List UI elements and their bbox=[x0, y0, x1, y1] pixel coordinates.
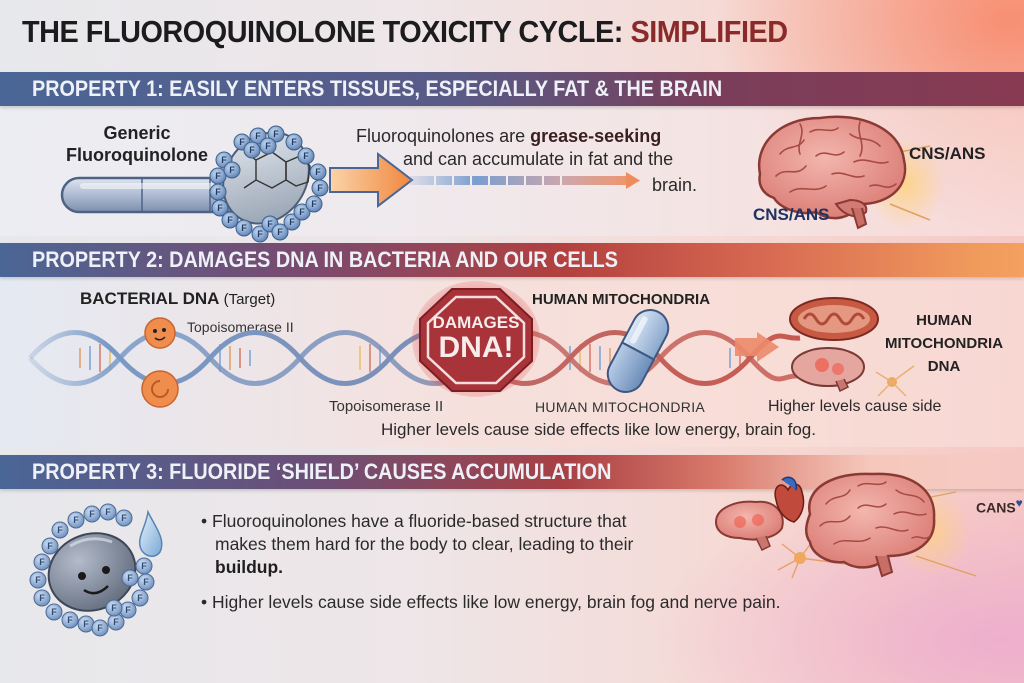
svg-text:F: F bbox=[255, 131, 261, 141]
svg-text:F: F bbox=[289, 217, 295, 227]
brain-icon bbox=[714, 472, 977, 579]
svg-text:F: F bbox=[83, 619, 89, 629]
property3-bullet1: • Fluoroquinolones have a fluoride-based… bbox=[201, 511, 634, 577]
svg-text:F: F bbox=[241, 223, 247, 233]
stop-sign-text-line1: DAMAGES bbox=[432, 313, 520, 332]
svg-text:F: F bbox=[121, 513, 127, 523]
svg-text:F: F bbox=[137, 593, 143, 603]
smiling-molecule-icon: F F F F F F F F F F F F F F F F F F F F bbox=[29, 503, 163, 637]
bacterial-dna-label: BACTERIAL DNA (Target) bbox=[80, 289, 276, 308]
svg-text:F: F bbox=[239, 137, 245, 147]
page-title: THE FLUOROQUINOLONE TOXICITY CYCLE: SIMP… bbox=[22, 14, 788, 50]
svg-text:F: F bbox=[215, 187, 221, 197]
svg-text:F: F bbox=[215, 171, 221, 181]
svg-text:F: F bbox=[299, 207, 305, 217]
svg-text:F: F bbox=[141, 561, 147, 571]
stop-sign-text-line2: DNA! bbox=[438, 331, 514, 364]
svg-text:F: F bbox=[35, 575, 41, 585]
svg-text:F: F bbox=[127, 573, 133, 583]
svg-text:F: F bbox=[47, 541, 53, 551]
svg-text:F: F bbox=[57, 525, 63, 535]
svg-text:F: F bbox=[315, 167, 321, 177]
property3-bullet2: • Higher levels cause side effects like … bbox=[201, 592, 781, 612]
side-effect-short: Higher levels cause side bbox=[768, 398, 942, 415]
enzyme-icon bbox=[141, 317, 179, 408]
svg-text:F: F bbox=[89, 509, 95, 519]
arrow-right-icon bbox=[735, 332, 779, 362]
organ-label: CANS♥ bbox=[976, 496, 1023, 516]
svg-text:F: F bbox=[303, 151, 309, 161]
mitochondria-dna-label: HUMAN MITOCHONDRIA DNA bbox=[885, 312, 1004, 375]
svg-text:F: F bbox=[249, 145, 255, 155]
svg-text:F: F bbox=[221, 155, 227, 165]
molecule-label: Generic Fluoroquinolone bbox=[66, 123, 208, 165]
mitochondria-icon bbox=[789, 297, 879, 393]
enzyme-label-bottom: Topoisomerase II bbox=[329, 398, 444, 415]
fluorine-shell-icon: F F F F F F F F F F F F F F F F F F F F … bbox=[209, 125, 329, 243]
svg-text:F: F bbox=[273, 129, 279, 139]
heart-icon bbox=[774, 483, 805, 523]
svg-text:F: F bbox=[311, 199, 317, 209]
svg-text:F: F bbox=[291, 137, 297, 147]
svg-text:F: F bbox=[265, 141, 271, 151]
svg-text:F: F bbox=[277, 227, 283, 237]
svg-text:F: F bbox=[257, 229, 263, 239]
human-mitochondria-label-top: HUMAN MITOCHONDRIA bbox=[532, 291, 711, 308]
svg-text:F: F bbox=[97, 623, 103, 633]
svg-text:F: F bbox=[229, 165, 235, 175]
svg-text:F: F bbox=[125, 605, 131, 615]
property1-header: PROPERTY 1: EASILY ENTERS TISSUES, ESPEC… bbox=[0, 72, 1024, 106]
svg-text:F: F bbox=[113, 617, 119, 627]
heart-icon: ♥ bbox=[1015, 496, 1023, 510]
svg-text:F: F bbox=[51, 607, 57, 617]
enzyme-label-top: Topoisomerase II bbox=[187, 319, 294, 335]
pill-icon bbox=[606, 309, 670, 393]
svg-text:F: F bbox=[67, 615, 73, 625]
svg-text:F: F bbox=[317, 183, 323, 193]
property1-description-line2: and can accumulate in fat and the bbox=[403, 149, 674, 169]
stop-sign-icon bbox=[412, 281, 540, 397]
property1-description-line3: brain. bbox=[652, 175, 698, 195]
side-effect-full: Higher levels cause side effects like lo… bbox=[381, 420, 816, 439]
neuron-icon bbox=[875, 365, 915, 397]
property1-description: Fluoroquinolones are grease-seeking bbox=[356, 126, 662, 146]
property2-header: PROPERTY 2: DAMAGES DNA IN BACTERIA AND … bbox=[0, 243, 1024, 277]
svg-text:F: F bbox=[111, 603, 117, 613]
svg-text:F: F bbox=[105, 507, 111, 517]
brain-icon bbox=[757, 115, 945, 230]
svg-text:F: F bbox=[39, 593, 45, 603]
arrow-right-icon bbox=[329, 151, 640, 209]
title-accent: SIMPLIFIED bbox=[630, 14, 788, 49]
svg-text:F: F bbox=[73, 515, 79, 525]
title-main: THE FLUOROQUINOLONE TOXICITY CYCLE: bbox=[22, 14, 631, 49]
svg-text:F: F bbox=[143, 577, 149, 587]
svg-text:F: F bbox=[217, 203, 223, 213]
svg-text:F: F bbox=[39, 557, 45, 567]
human-mitochondria-label-bottom: HUMAN MITOCHONDRIA bbox=[535, 399, 706, 415]
brain-label-right: CNS/ANS bbox=[909, 144, 986, 163]
svg-text:F: F bbox=[267, 219, 273, 229]
svg-text:F: F bbox=[227, 215, 233, 225]
brain-label-bottom: CNS/ANS bbox=[753, 205, 830, 224]
